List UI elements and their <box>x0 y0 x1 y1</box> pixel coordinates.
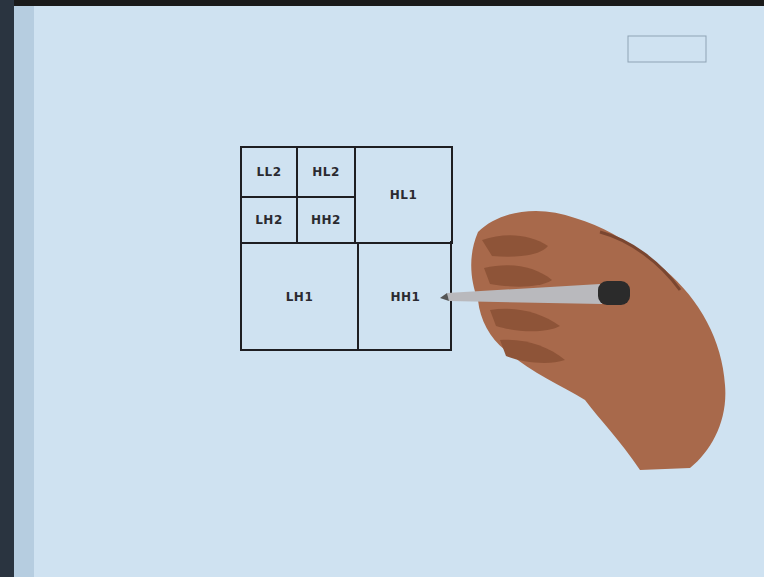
left-shade <box>14 6 34 577</box>
subband-box: HH2 <box>296 196 356 244</box>
subband-box: LH1 <box>240 242 359 351</box>
subband-box: HL1 <box>354 146 453 244</box>
subband-label: LL2 <box>256 165 281 179</box>
hand-with-pen <box>440 211 725 470</box>
top-edge <box>0 0 764 6</box>
left-edge <box>0 0 14 577</box>
subband-label: HL2 <box>312 165 340 179</box>
subband-box: HL2 <box>296 146 356 198</box>
subband-label: HH1 <box>391 290 421 304</box>
subband-label: HL1 <box>390 188 418 202</box>
subband-label: LH2 <box>255 213 283 227</box>
subband-label: HH2 <box>311 213 341 227</box>
corner-logo-box <box>628 36 706 62</box>
subband-box: LH2 <box>240 196 298 244</box>
subband-box: HH1 <box>357 242 452 351</box>
subband-label: LH1 <box>286 290 314 304</box>
subband-box: LL2 <box>240 146 298 198</box>
